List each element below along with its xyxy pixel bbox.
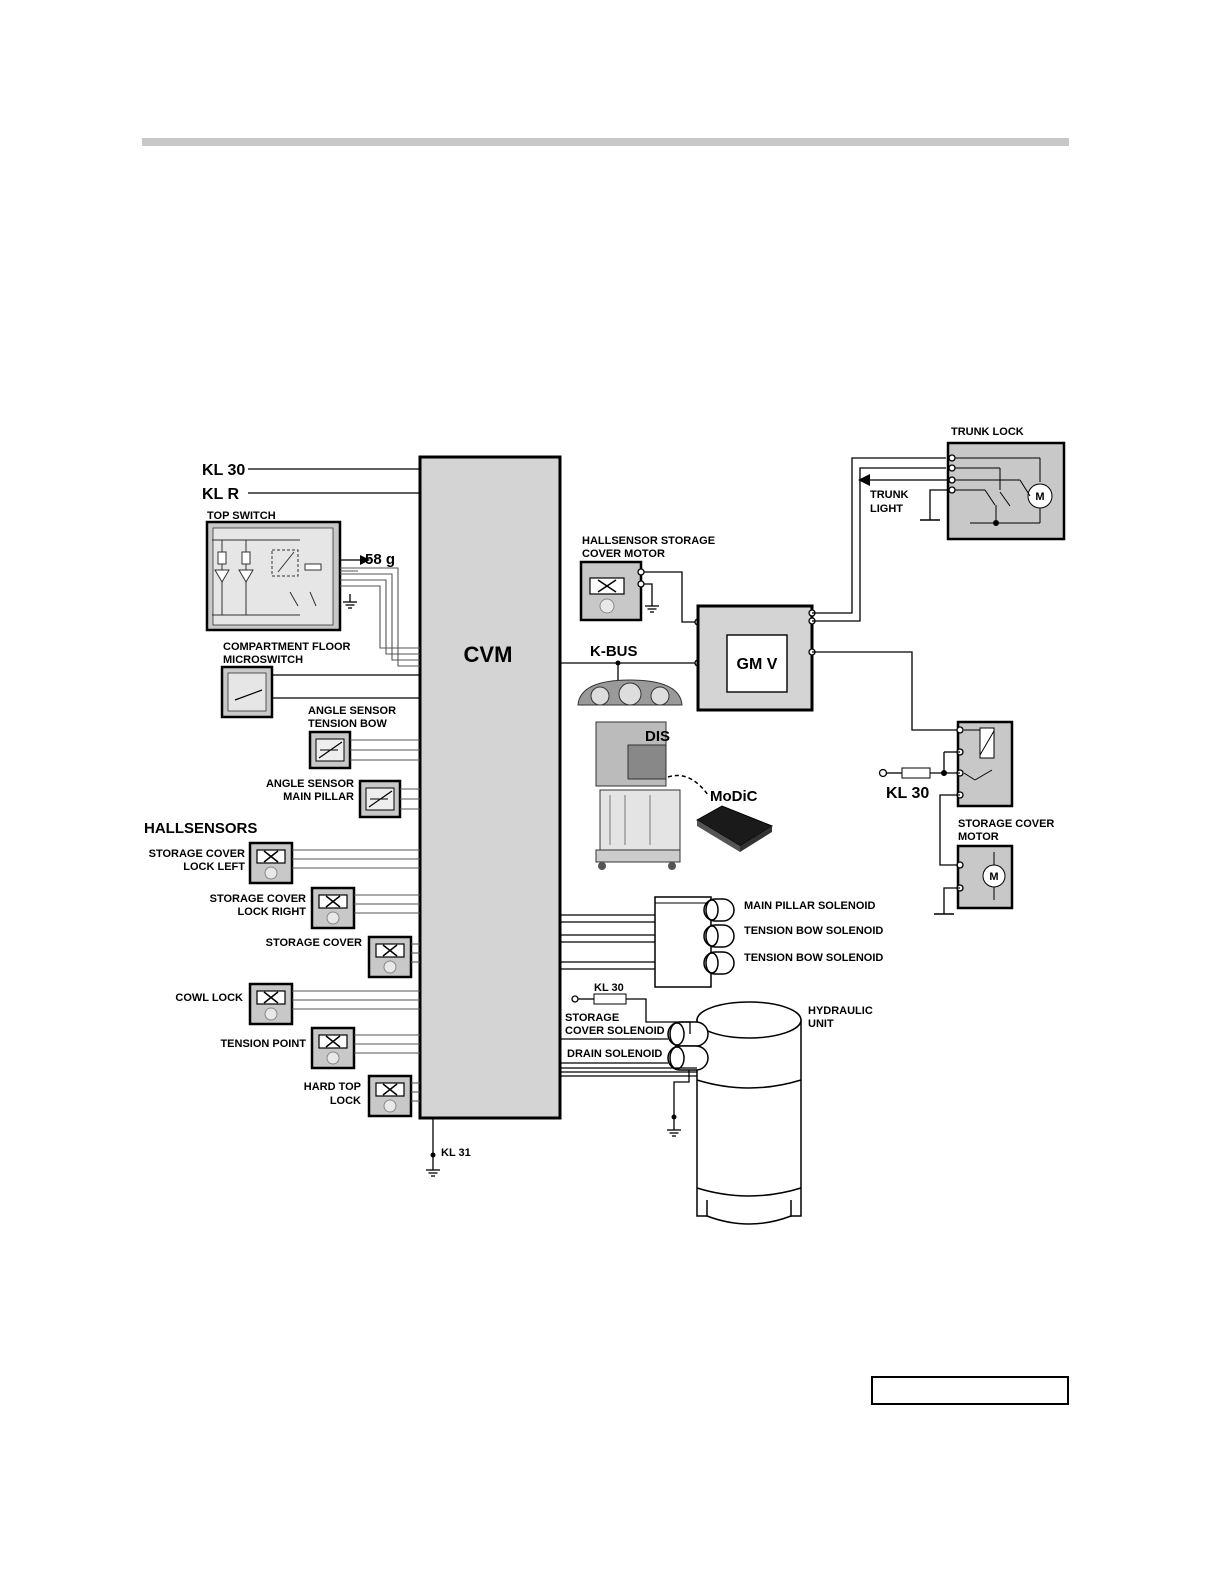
footer-box	[871, 1376, 1069, 1405]
hydraulic-label-2: UNIT	[808, 1018, 834, 1030]
hallsensors-heading: HALLSENSORS	[144, 820, 257, 837]
hs-cover-label: STORAGE COVER	[266, 937, 362, 949]
kl30-hyd-label: KL 30	[594, 982, 624, 994]
solenoid-icon	[703, 898, 735, 922]
cvm-module	[418, 455, 562, 1120]
kl30-label: KL 30	[202, 462, 245, 479]
58g-label: 58 g	[365, 551, 395, 568]
storage-cover-sol-label-1: STORAGE	[565, 1012, 619, 1024]
hallsensor-motor-label-2: COVER MOTOR	[582, 548, 665, 560]
cvm-label: CVM	[464, 642, 513, 667]
trunk-lock-label: TRUNK LOCK	[951, 426, 1024, 438]
top-switch	[205, 520, 342, 632]
instrument-cluster-icon	[577, 679, 683, 706]
solenoid-icon	[667, 1045, 709, 1071]
svg-text:M: M	[989, 871, 998, 883]
kl31-label: KL 31	[441, 1147, 471, 1159]
angle-sensor-main-pillar	[358, 779, 402, 819]
solenoid-icon	[703, 924, 735, 948]
sol-tension-label-2: TENSION BOW SOLENOID	[744, 952, 883, 964]
svg-text:M: M	[1035, 491, 1044, 503]
solenoid-icon	[703, 951, 735, 975]
sol-tension-label-1: TENSION BOW SOLENOID	[744, 925, 883, 937]
hallsensor-storage-cover-motor	[579, 560, 643, 622]
angle-tension-label-1: ANGLE SENSOR	[308, 705, 396, 717]
kl30-resistor-icon	[901, 767, 931, 779]
modic-label: MoDiC	[710, 788, 758, 805]
hs-hardtop-label-2: LOCK	[330, 1095, 361, 1107]
angle-pillar-label-1: ANGLE SENSOR	[266, 778, 354, 790]
drain-solenoid-label: DRAIN SOLENOID	[567, 1048, 662, 1060]
trunk-light-label-2: LIGHT	[870, 503, 903, 515]
dis-tester-icon	[595, 721, 681, 870]
hs-left-label-1: STORAGE COVER	[149, 848, 245, 860]
sol-main-pillar-label: MAIN PILLAR SOLENOID	[744, 900, 875, 912]
hs-left-label-2: LOCK LEFT	[183, 861, 245, 873]
modic-device-icon	[696, 805, 774, 852]
compartment-floor-microswitch	[220, 665, 274, 719]
storage-cover-relay	[956, 720, 1014, 808]
hallsensor-tension-point	[310, 1026, 356, 1070]
kl30-right-label: KL 30	[886, 785, 929, 802]
storage-motor-label-2: MOTOR	[958, 831, 999, 843]
gmv-label: GM V	[737, 656, 778, 673]
klr-label: KL R	[202, 486, 239, 503]
hallsensor-storage-cover-lock-right	[310, 886, 356, 930]
angle-pillar-label-2: MAIN PILLAR	[283, 791, 354, 803]
hs-right-label-2: LOCK RIGHT	[238, 906, 307, 918]
top-switch-label: TOP SWITCH	[207, 510, 276, 522]
header-rule	[142, 138, 1069, 146]
hallsensor-hard-top-lock	[367, 1074, 413, 1118]
kl31-ground-icon	[425, 1161, 441, 1177]
kbus-label: K-BUS	[590, 643, 638, 660]
hydraulic-ground-icon	[666, 1121, 682, 1137]
compartment-floor-label: COMPARTMENT FLOOR	[223, 641, 351, 653]
hs-hardtop-label-1: HARD TOP	[304, 1081, 361, 1093]
hydraulic-unit	[696, 1001, 802, 1225]
hallsensor-storage-cover-lock-left	[248, 841, 294, 885]
solenoid-block	[654, 896, 712, 988]
storage-motor-label-1: STORAGE COVER	[958, 818, 1054, 830]
angle-tension-label-2: TENSION BOW	[308, 718, 387, 730]
hallsensor-storage-cover	[367, 935, 413, 979]
trunk-light-label-1: TRUNK	[870, 489, 909, 501]
storage-cover-motor: M	[956, 844, 1014, 910]
hallsensor-cowl-lock	[248, 982, 294, 1026]
kl30-hyd-resistor-icon	[593, 993, 627, 1005]
angle-sensor-tension-bow	[308, 730, 352, 770]
trunk-lock: M	[946, 441, 1066, 541]
storage-cover-sol-label-2: COVER SOLENOID	[565, 1025, 665, 1037]
microswitch-label: MICROSWITCH	[223, 654, 303, 666]
hs-tension-label: TENSION POINT	[220, 1038, 306, 1050]
hallsensor-motor-label-1: HALLSENSOR STORAGE	[582, 535, 715, 547]
dis-label: DIS	[645, 728, 670, 745]
trunk-light-arrow	[858, 474, 870, 486]
hs-right-label-1: STORAGE COVER	[210, 893, 306, 905]
hydraulic-label-1: HYDRAULIC	[808, 1005, 873, 1017]
hs-cowl-label: COWL LOCK	[175, 992, 243, 1004]
solenoid-icon	[667, 1021, 709, 1047]
